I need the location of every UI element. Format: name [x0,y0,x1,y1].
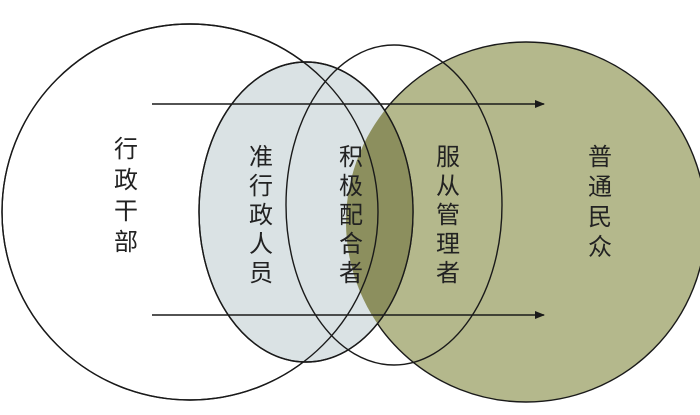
label-quasi-admin-char: 准 [249,143,273,171]
label-quasi-admin-char: 政 [249,201,273,229]
label-obedient-managed-char: 理 [436,230,460,258]
label-obedient-managed-char: 服 [436,143,460,171]
label-active-cooperators-char: 极 [339,172,363,200]
label-active-cooperators-char: 者 [339,259,363,287]
label-obedient-managed-char: 从 [436,172,460,200]
obedient-managed-ellipse [285,44,503,366]
quasi-admin-ellipse-outline [198,61,414,363]
label-general-public-char: 民 [588,203,612,231]
admin-cadres-circle-outline [1,23,379,401]
label-active-cooperators-char: 合 [339,230,363,258]
label-general-public-char: 通 [588,173,612,201]
label-active-cooperators-char: 配 [339,201,363,229]
label-admin-cadres-char: 政 [114,166,138,194]
label-admin-cadres-char: 部 [114,228,138,256]
label-active-cooperators-char: 积 [339,143,363,171]
label-admin-cadres-char: 行 [114,135,138,163]
label-admin-cadres-char: 干 [114,197,138,225]
label-quasi-admin-char: 行 [249,172,273,200]
label-obedient-managed-char: 管 [436,201,460,229]
label-quasi-admin-char: 人 [249,230,273,258]
label-obedient-managed-char: 者 [436,259,460,287]
label-quasi-admin-char: 员 [249,259,273,287]
label-general-public-char: 普 [588,143,612,171]
label-general-public-char: 众 [588,233,612,261]
